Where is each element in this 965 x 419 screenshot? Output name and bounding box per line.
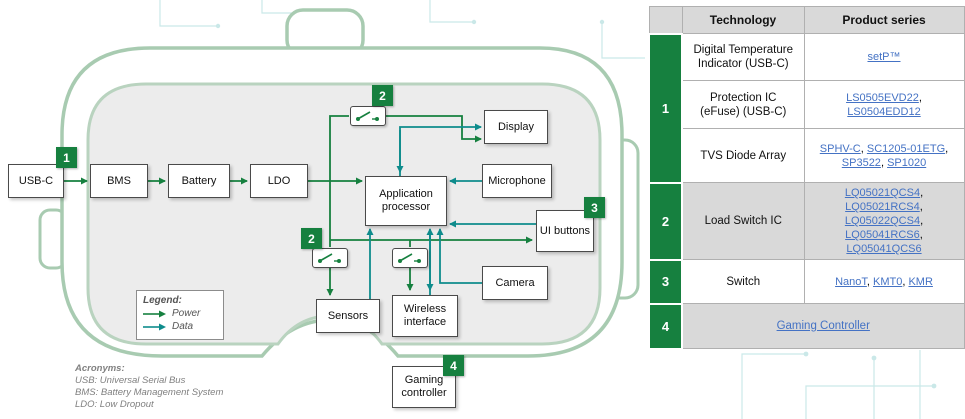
- legend-power-row: Power: [143, 308, 217, 319]
- product-link[interactable]: SC1205-01ETG: [866, 142, 946, 155]
- block-camera: Camera: [482, 266, 548, 300]
- badge-2-top: 2: [372, 85, 393, 106]
- load-switch-box-right: [392, 248, 428, 268]
- legend-power-label: Power: [172, 308, 201, 319]
- block-wireless-interface: Wireless interface: [392, 295, 458, 337]
- table-row-gaming-controller: 4 Gaming Controller: [648, 302, 965, 350]
- product-link[interactable]: setP™: [867, 51, 901, 63]
- product-cell: setP™: [803, 33, 965, 81]
- product-link[interactable]: SP3522: [841, 156, 881, 169]
- product-cell: SPHV-C, SC1205-01ETG, SP3522, SP1020: [803, 128, 965, 183]
- block-microphone: Microphone: [482, 164, 552, 198]
- data-arrow-icon: [143, 323, 166, 330]
- product-cell: LS0505EVD22, LS0504EDD12: [803, 80, 965, 129]
- badge-4: 4: [443, 355, 464, 376]
- legend-data-label: Data: [172, 321, 194, 332]
- acronym-bms: BMS: Battery Management System: [75, 387, 224, 398]
- acronyms-title: Acronyms:: [75, 363, 125, 374]
- block-battery: Battery: [168, 164, 230, 198]
- table-row-temp-indicator: 1 Digital Temperature Indicator (USB-C) …: [648, 32, 965, 184]
- load-switch-box-left: [312, 248, 348, 268]
- product-link[interactable]: LQ05021RCS4: [845, 201, 920, 213]
- gaming-controller-cell: Gaming Controller: [681, 303, 965, 349]
- product-link[interactable]: LS0504EDD12: [847, 105, 921, 118]
- product-link[interactable]: KMT0: [873, 275, 903, 288]
- power-switch-icon: [356, 111, 379, 121]
- table-row-protection-ic: Protection IC (eFuse) (USB-C) LS0505EVD2…: [649, 80, 965, 129]
- block-display: Display: [484, 110, 548, 144]
- product-link[interactable]: SPHV-C: [819, 142, 861, 155]
- data-lines: [366, 123, 536, 299]
- acronyms: Acronyms: USB: Universal Serial Bus BMS:…: [75, 363, 223, 411]
- group-number-4: 4: [648, 302, 683, 350]
- block-ui-buttons: UI buttons: [536, 210, 594, 252]
- power-switch-icon: [398, 253, 421, 263]
- badge-3: 3: [584, 197, 605, 218]
- product-link[interactable]: SP1020: [887, 156, 927, 169]
- table-corner-cell: [648, 6, 683, 34]
- product-table: Technology Product series 1 Digital Temp…: [648, 6, 965, 350]
- product-link[interactable]: KMR: [908, 275, 933, 288]
- table-row-switch: 3 Switch NanoT, KMT0, KMR: [648, 258, 965, 305]
- power-switch-icon: [318, 253, 341, 263]
- legend-data-row: Data: [143, 321, 217, 332]
- product-link[interactable]: LQ05041RCS6: [845, 229, 920, 241]
- product-cell: NanoT, KMT0, KMR: [803, 259, 965, 304]
- technology-cell: TVS Diode Array: [681, 128, 805, 183]
- acronym-ldo: LDO: Low Dropout: [75, 399, 154, 410]
- table-header-row: Technology Product series: [648, 6, 965, 34]
- block-usb-c: USB-C: [8, 164, 64, 198]
- technology-header: Technology: [681, 6, 805, 34]
- product-link[interactable]: LQ05021QCS4: [844, 187, 921, 199]
- power-arrow-icon: [143, 310, 166, 317]
- block-sensors: Sensors: [316, 299, 380, 333]
- product-series-header: Product series: [803, 6, 965, 34]
- technology-cell: Load Switch IC: [681, 182, 805, 260]
- group-number-2: 2: [648, 181, 683, 261]
- load-switch-box-top: [350, 106, 386, 126]
- product-link[interactable]: LS0505EVD22: [846, 91, 919, 104]
- gaming-controller-link[interactable]: Gaming Controller: [776, 320, 870, 332]
- group-number-3: 3: [648, 258, 683, 305]
- product-link[interactable]: LQ05041QCS6: [846, 243, 922, 255]
- technology-cell: Switch: [681, 259, 805, 304]
- product-link[interactable]: NanoT: [835, 275, 867, 288]
- technology-cell: Protection IC (eFuse) (USB-C): [681, 80, 805, 129]
- technology-cell: Digital Temperature Indicator (USB-C): [681, 33, 805, 81]
- block-ldo: LDO: [250, 164, 308, 198]
- table-row-tvs-diode: TVS Diode Array SPHV-C, SC1205-01ETG, SP…: [649, 128, 965, 183]
- product-link[interactable]: LQ05022QCS4: [844, 215, 921, 227]
- legend: Legend: Power Data: [136, 290, 224, 340]
- badge-1: 1: [56, 147, 77, 168]
- group-number-1: 1: [648, 32, 683, 184]
- badge-2-bottom: 2: [301, 228, 322, 249]
- table-row-load-switch: 2 Load Switch IC LQ05021QCS4, LQ05021RCS…: [648, 181, 965, 261]
- block-bms: BMS: [90, 164, 148, 198]
- acronym-usb: USB: Universal Serial Bus: [75, 375, 186, 386]
- product-cell: LQ05021QCS4, LQ05021RCS4, LQ05022QCS4, L…: [803, 182, 965, 260]
- legend-title: Legend:: [143, 295, 182, 306]
- block-application-processor: Application processor: [365, 176, 447, 226]
